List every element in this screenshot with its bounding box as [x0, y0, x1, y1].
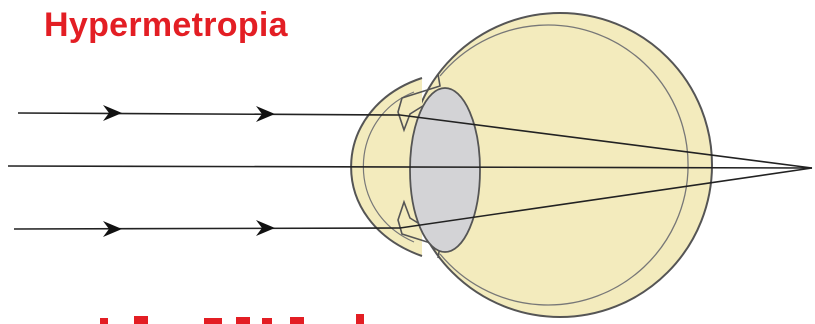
cropped-red-text-fragment: [100, 314, 364, 324]
crystalline-lens: [410, 88, 480, 252]
